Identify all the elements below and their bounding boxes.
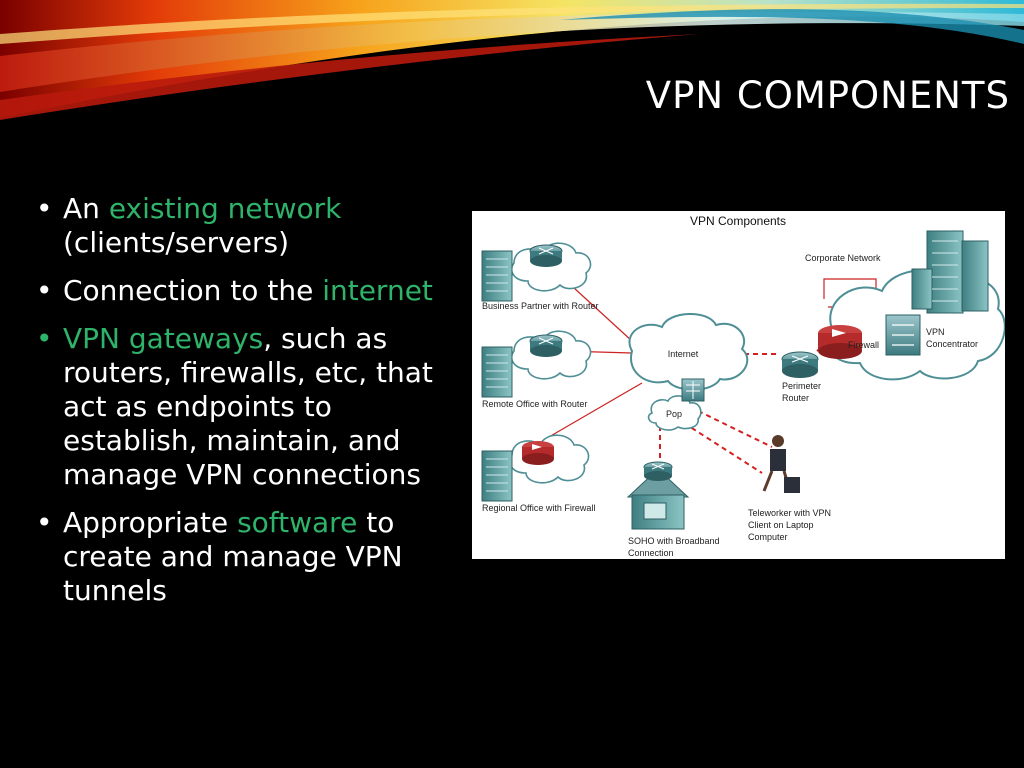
pop-cloud-icon: Pop [647,395,702,431]
remote-office-label: Remote Office with Router [482,399,587,409]
firewall-icon [522,441,554,465]
bullet-marker: • [36,192,53,225]
diagram-canvas: VPN Components Corporate Network [481,214,1005,558]
firewall-label: Firewall [848,340,879,350]
bullet-text: to create and manage VPN tunnels [63,506,403,607]
perimeter-router-label-line1: Perimeter [782,381,821,391]
soho-label-line2: Connection [628,548,674,558]
bullet-list: • An existing network (clients/servers) •… [36,192,436,622]
bullet-item: • VPN gateways, such as routers, firewall… [36,322,436,492]
soho-label-line1: SOHO with Broadband [628,536,720,546]
firewall-icon: Firewall [818,325,879,359]
bullet-text: An [63,192,109,225]
bullet-text: (clients/servers) [63,226,289,259]
slide-title: VPN COMPONENTS [645,74,1010,117]
business-partner-label: Business Partner with Router [482,301,599,311]
bullet-item: • An existing network (clients/servers) [36,192,436,260]
perimeter-router-label-line2: Router [782,393,809,403]
building-icon [481,450,513,502]
bullet-item: • Appropriate software to create and mana… [36,506,436,608]
bullet-highlight: VPN gateways [63,322,264,355]
building-icon [481,250,513,302]
person-icon [762,435,800,493]
vpn-components-diagram: VPN Components Corporate Network [472,211,1005,559]
bullet-marker: • [36,322,53,355]
router-icon [529,334,563,357]
corporate-building-icon [911,230,989,314]
bullet-marker: • [36,274,53,307]
bullet-highlight: software [237,506,358,539]
bullet-item: • Connection to the internet [36,274,436,308]
bullet-highlight: existing network [108,192,342,225]
remote-office-site: Remote Office with Router [481,330,592,409]
perimeter-router-icon: Perimeter Router [781,351,821,403]
vpn-concentrator-icon: VPN Concentrator [885,314,978,356]
vpn-concentrator-label-line2: Concentrator [926,339,978,349]
router-icon [643,461,673,481]
soho-site: SOHO with Broadband Connection [626,461,720,558]
building-icon [481,346,513,398]
teleworker-site: Teleworker with VPN Client on Laptop Com… [748,435,831,542]
router-icon [529,244,563,267]
bullet-text: Appropriate [63,506,238,539]
vpn-concentrator-label-line1: VPN [926,327,945,337]
teleworker-label-line3: Computer [748,532,788,542]
business-partner-site: Business Partner with Router [481,242,599,311]
house-icon [626,468,690,530]
teleworker-label-line2: Client on Laptop [748,520,814,530]
regional-office-label: Regional Office with Firewall [482,503,595,513]
internet-cloud-icon: Internet [628,312,749,391]
diagram-title: VPN Components [690,214,786,228]
bullet-text: Connection to the [63,274,323,307]
decorative-swoosh-banner [0,0,1024,120]
regional-office-site: Regional Office with Firewall [481,434,595,513]
pop-switch-icon [681,378,705,402]
bullet-highlight: internet [322,274,433,307]
corporate-network-label: Corporate Network [805,253,881,263]
bullet-text: , such as routers, firewalls, etc, that … [63,322,433,491]
pop-label: Pop [666,409,682,419]
internet-label: Internet [668,349,699,359]
teleworker-label-line1: Teleworker with VPN [748,508,831,518]
bullet-marker: • [36,506,53,539]
